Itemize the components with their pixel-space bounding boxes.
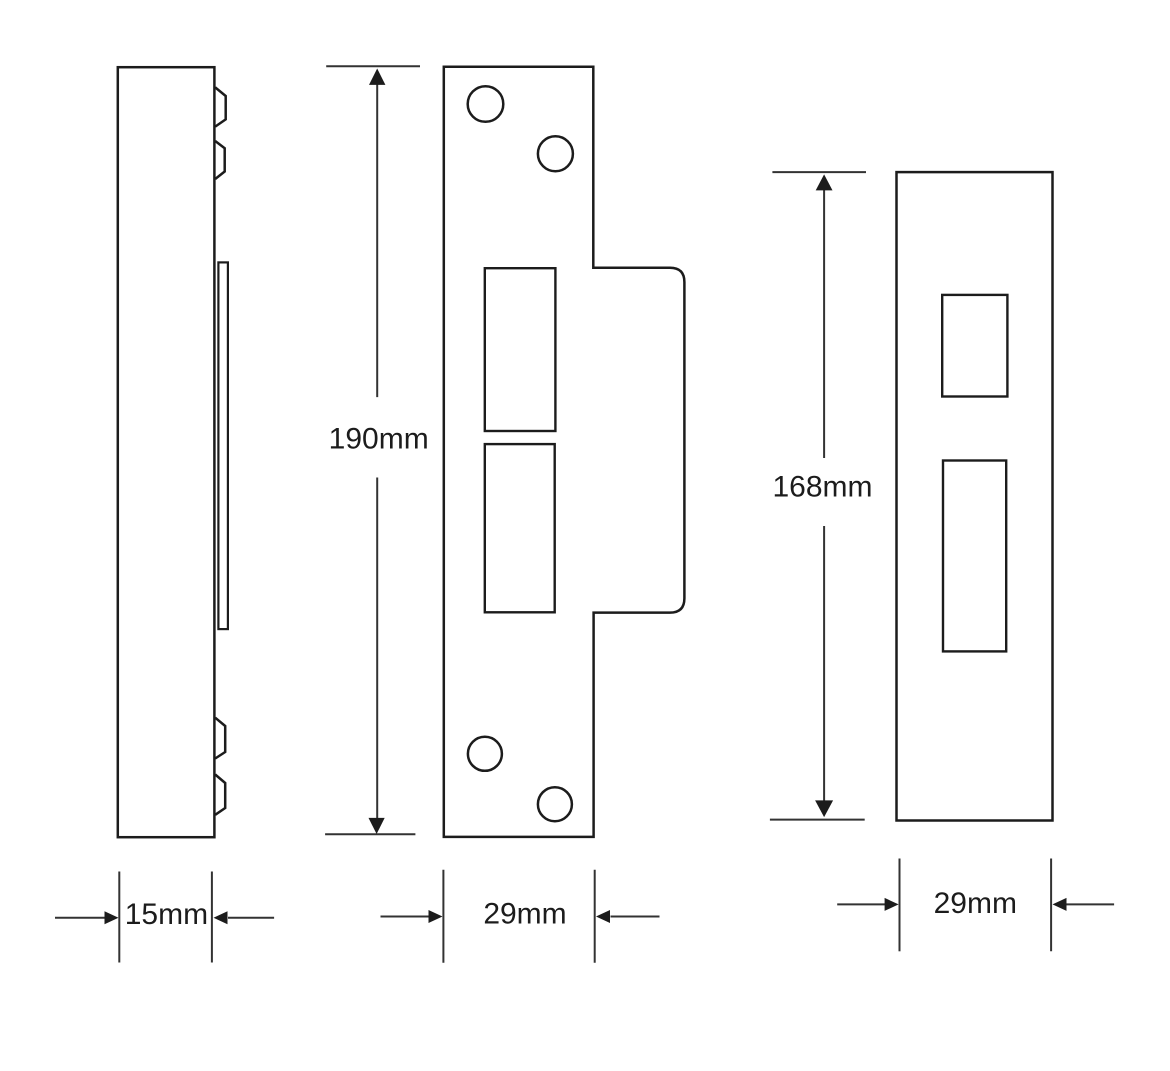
svg-text:15mm: 15mm [125, 898, 208, 931]
svg-text:168mm: 168mm [772, 470, 872, 503]
svg-text:29mm: 29mm [483, 898, 566, 931]
svg-text:190mm: 190mm [329, 422, 429, 455]
svg-text:29mm: 29mm [934, 887, 1017, 920]
